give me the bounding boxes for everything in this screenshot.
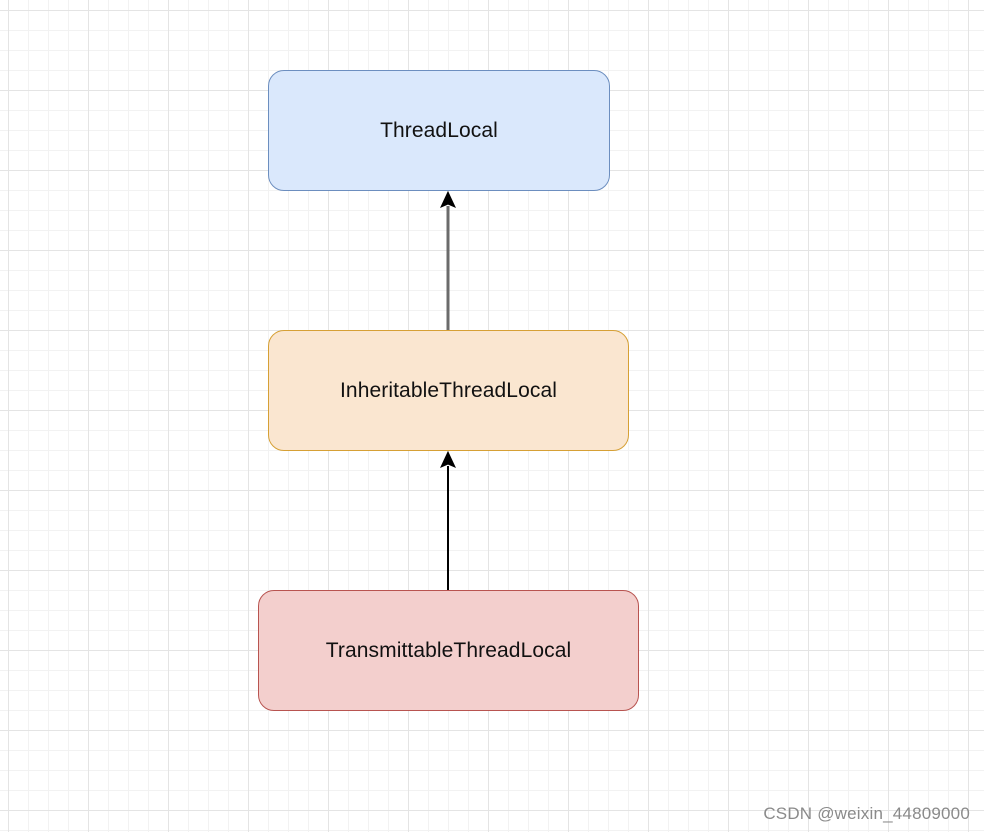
watermark-text: CSDN @weixin_44809000 (763, 804, 970, 823)
node-label-threadlocal: ThreadLocal (380, 118, 498, 142)
arrowhead-icon (439, 190, 457, 208)
node-threadlocal[interactable]: ThreadLocal (268, 70, 610, 191)
node-inheritablethreadlocal[interactable]: InheritableThreadLocal (268, 330, 629, 451)
node-transmittablethreadlocal[interactable]: TransmittableThreadLocal (258, 590, 639, 711)
edge-transmittable-to-inheritable[interactable] (439, 450, 457, 590)
arrowhead-icon (439, 450, 457, 468)
node-label-transmittablethreadlocal: TransmittableThreadLocal (325, 638, 572, 662)
edge-inheritable-to-threadlocal[interactable] (439, 190, 457, 330)
node-label-inheritablethreadlocal: InheritableThreadLocal (339, 378, 557, 402)
